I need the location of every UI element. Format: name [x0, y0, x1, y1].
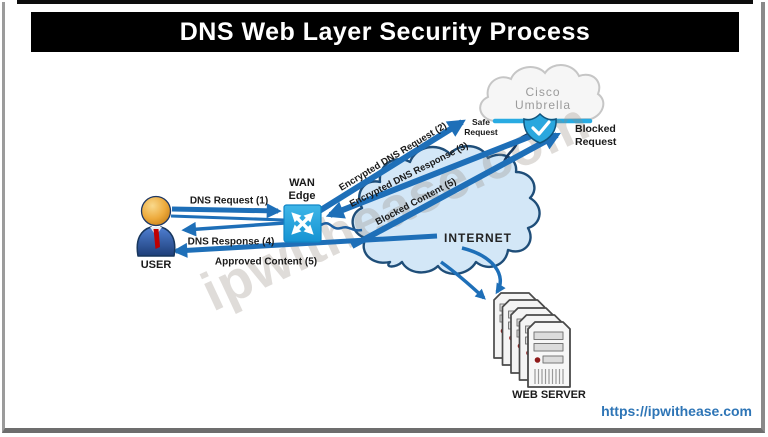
- top-border: [17, 0, 753, 4]
- wan-edge-icon: [283, 204, 322, 243]
- approved-content-arrow: [172, 233, 438, 258]
- internet-label: INTERNET: [444, 231, 512, 245]
- wan-internet-link: [320, 222, 363, 232]
- internet-to-server-arrow-2: [461, 246, 506, 295]
- encrypted-dns-response-arrow: [325, 126, 551, 219]
- user-label: USER: [140, 259, 172, 271]
- shield-check-icon: [523, 112, 557, 144]
- web-server-label: WEB SERVER: [512, 389, 586, 401]
- user-icon: [136, 195, 176, 257]
- approved-content-label: Approved Content (5): [214, 256, 318, 268]
- title-bar: DNS Web Layer Security Process: [31, 12, 739, 52]
- cisco-umbrella-cloud: [479, 64, 605, 124]
- web-server-icon: [493, 292, 571, 388]
- dns-response-arrow: [181, 220, 300, 237]
- internet-to-server-arrow-1: [439, 260, 486, 300]
- dns-response-label: DNS Response (4): [187, 236, 275, 248]
- encrypted-dns-request-arrow: [314, 119, 466, 216]
- dns-request-arrow: [171, 203, 282, 219]
- internet-cloud: [351, 145, 541, 275]
- footer-url-link[interactable]: https://ipwithease.com: [601, 403, 752, 419]
- page-title: DNS Web Layer Security Process: [179, 17, 591, 46]
- return-line: [170, 214, 285, 222]
- dns-request-label: DNS Request (1): [189, 195, 269, 207]
- blocked-request-arrow: [350, 132, 561, 249]
